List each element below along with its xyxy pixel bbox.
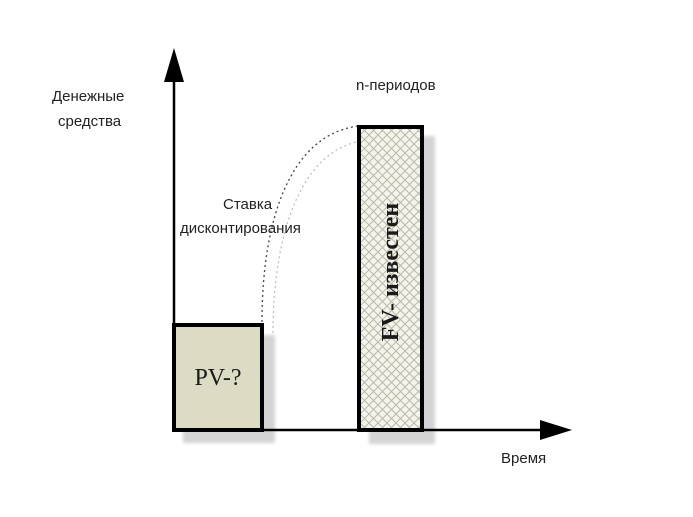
fv-label: FV- известен bbox=[378, 203, 404, 342]
y-axis-label-line2: средства bbox=[58, 113, 122, 130]
x-axis-label: Время bbox=[501, 450, 546, 467]
discount-curve-shadow bbox=[272, 140, 363, 334]
fv-box-hatch bbox=[361, 129, 420, 428]
periods-label: n-периодов bbox=[356, 77, 436, 94]
discount-curve-dotted bbox=[261, 125, 359, 323]
rate-label-line1: Ставка bbox=[223, 196, 273, 213]
y-axis-label-line1: Денежные bbox=[52, 88, 124, 105]
rate-label-line2: дисконтирования bbox=[180, 220, 301, 237]
pv-box bbox=[172, 323, 264, 432]
y-axis-arrow-icon bbox=[164, 48, 184, 82]
pv-label: PV-? bbox=[194, 365, 241, 391]
x-axis-arrow-icon bbox=[540, 420, 572, 440]
